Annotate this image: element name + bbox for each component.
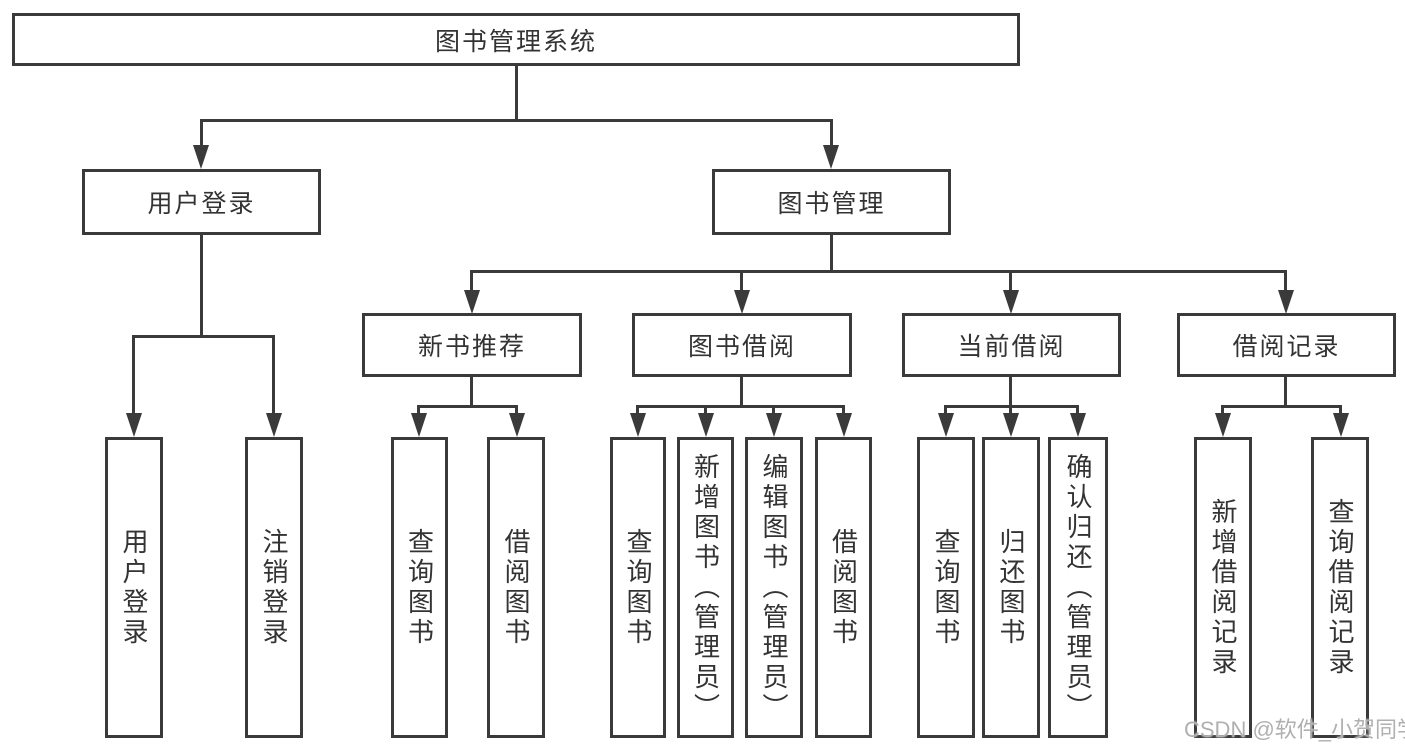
connector-book-management-stem bbox=[830, 235, 833, 273]
connector-drop-add-book bbox=[704, 405, 707, 414]
node-book-management-label: 图书管理 bbox=[777, 190, 886, 218]
leaf-borrow-book-recommend-label: 借阅图书 bbox=[501, 527, 531, 648]
arrowhead-confirm-return bbox=[1070, 413, 1086, 437]
leaf-query-book-recommend: 查询图书 bbox=[391, 437, 448, 738]
arrowhead-current-borrow bbox=[1003, 290, 1019, 314]
connector-root-hbar bbox=[200, 119, 832, 122]
arrowhead-new-book bbox=[464, 290, 480, 314]
arrowhead-logout-leaf bbox=[266, 413, 282, 437]
node-new-book-recommend: 新书推荐 bbox=[362, 313, 582, 377]
connector-drop-borrow-book-b bbox=[842, 405, 845, 414]
node-new-book-recommend-label: 新书推荐 bbox=[417, 333, 526, 361]
arrowhead-book-borrow bbox=[734, 290, 750, 314]
leaf-add-borrow-record-label: 新增借阅记录 bbox=[1208, 497, 1238, 678]
leaf-add-book-admin-label: 新增图书（管理员） bbox=[690, 452, 721, 723]
connector-drop-logout-leaf bbox=[272, 335, 275, 414]
leaf-query-book-recommend-label: 查询图书 bbox=[404, 527, 435, 648]
connector-user-login-hbar bbox=[132, 335, 275, 338]
arrowhead-borrow-book-a bbox=[509, 413, 525, 437]
arrowhead-edit-book bbox=[766, 413, 782, 437]
leaf-user-login-label: 用户登录 bbox=[119, 527, 149, 648]
node-user-login-label: 用户登录 bbox=[147, 190, 256, 218]
leaf-add-book-admin: 新增图书（管理员） bbox=[677, 437, 734, 738]
leaf-query-book-borrow: 查询图书 bbox=[610, 437, 666, 738]
node-borrow-records-label: 借阅记录 bbox=[1232, 333, 1341, 361]
connector-drop-return-book bbox=[1009, 405, 1012, 414]
connector-drop-book-management bbox=[830, 119, 833, 147]
connector-borrow-records-hbar bbox=[1221, 405, 1342, 408]
node-root: 图书管理系统 bbox=[12, 13, 1020, 66]
arrowhead-query-book-a bbox=[411, 413, 427, 437]
node-book-borrow-label: 图书借阅 bbox=[687, 333, 796, 361]
leaf-edit-book-admin-label: 编辑图书（管理员） bbox=[759, 452, 789, 723]
leaf-return-book: 归还图书 bbox=[982, 437, 1040, 738]
node-book-borrow: 图书借阅 bbox=[632, 313, 852, 377]
connector-drop-query-book-c bbox=[944, 405, 947, 414]
leaf-query-book-current: 查询图书 bbox=[917, 437, 975, 738]
leaf-add-borrow-record: 新增借阅记录 bbox=[1194, 437, 1252, 738]
connector-current-borrow-stem bbox=[1009, 377, 1012, 408]
arrowhead-query-book-b bbox=[630, 413, 646, 437]
leaf-logout: 注销登录 bbox=[245, 437, 303, 738]
connector-drop-current-borrow bbox=[1009, 270, 1012, 292]
arrowhead-login-leaf bbox=[126, 413, 142, 437]
leaf-query-borrow-record: 查询借阅记录 bbox=[1311, 437, 1369, 738]
arrowhead-query-record bbox=[1333, 413, 1349, 437]
connector-drop-login-leaf bbox=[132, 335, 135, 414]
connector-book-borrow-stem bbox=[740, 377, 743, 408]
connector-drop-query-record bbox=[1339, 405, 1342, 414]
leaf-logout-label: 注销登录 bbox=[259, 527, 289, 648]
connector-new-book-stem bbox=[470, 377, 473, 408]
arrowhead-add-record bbox=[1215, 413, 1231, 437]
leaf-user-login: 用户登录 bbox=[105, 437, 163, 738]
leaf-borrow-book-label: 借阅图书 bbox=[828, 527, 859, 648]
connector-borrow-records-stem bbox=[1284, 377, 1287, 408]
connector-drop-borrow-book-a bbox=[515, 405, 518, 414]
node-root-label: 图书管理系统 bbox=[434, 27, 597, 56]
arrowhead-query-book-c bbox=[938, 413, 954, 437]
node-borrow-records: 借阅记录 bbox=[1177, 313, 1396, 377]
connector-book-borrow-hbar bbox=[636, 405, 845, 408]
node-current-borrow: 当前借阅 bbox=[902, 313, 1121, 377]
connector-drop-query-book-a bbox=[417, 405, 420, 414]
connector-drop-add-record bbox=[1221, 405, 1224, 414]
leaf-return-book-label: 归还图书 bbox=[996, 527, 1026, 648]
arrowhead-user-login bbox=[193, 145, 209, 169]
csdn-watermark: CSDN @软件_小贺同学 bbox=[1184, 717, 1405, 742]
arrowhead-borrow-records bbox=[1278, 290, 1294, 314]
leaf-confirm-return-admin: 确认归还（管理员） bbox=[1048, 437, 1108, 738]
connector-user-login-stem bbox=[200, 235, 203, 338]
connector-drop-new-book bbox=[470, 270, 473, 292]
leaf-confirm-return-admin-label: 确认归还（管理员） bbox=[1063, 452, 1093, 723]
node-current-borrow-label: 当前借阅 bbox=[957, 333, 1066, 361]
leaf-query-book-borrow-label: 查询图书 bbox=[623, 527, 653, 648]
arrowhead-return-book bbox=[1003, 413, 1019, 437]
node-book-management: 图书管理 bbox=[712, 169, 951, 235]
leaf-borrow-book: 借阅图书 bbox=[815, 437, 872, 738]
leaf-edit-book-admin: 编辑图书（管理员） bbox=[745, 437, 803, 738]
arrowhead-borrow-book-b bbox=[836, 413, 852, 437]
arrowhead-add-book bbox=[698, 413, 714, 437]
connector-drop-confirm-return bbox=[1076, 405, 1079, 414]
leaf-query-book-current-label: 查询图书 bbox=[931, 527, 961, 648]
leaf-query-borrow-record-label: 查询借阅记录 bbox=[1325, 497, 1355, 678]
connector-drop-edit-book bbox=[772, 405, 775, 414]
connector-root-stem bbox=[515, 66, 518, 122]
connector-drop-query-book-b bbox=[636, 405, 639, 414]
connector-book-management-hbar bbox=[470, 270, 1287, 273]
node-user-login: 用户登录 bbox=[82, 169, 321, 235]
connector-drop-book-borrow bbox=[740, 270, 743, 292]
arrowhead-book-management bbox=[823, 145, 839, 169]
connector-new-book-hbar bbox=[417, 405, 518, 408]
connector-drop-borrow-records bbox=[1284, 270, 1287, 292]
connector-drop-user-login bbox=[200, 119, 203, 147]
leaf-borrow-book-recommend: 借阅图书 bbox=[487, 437, 545, 738]
